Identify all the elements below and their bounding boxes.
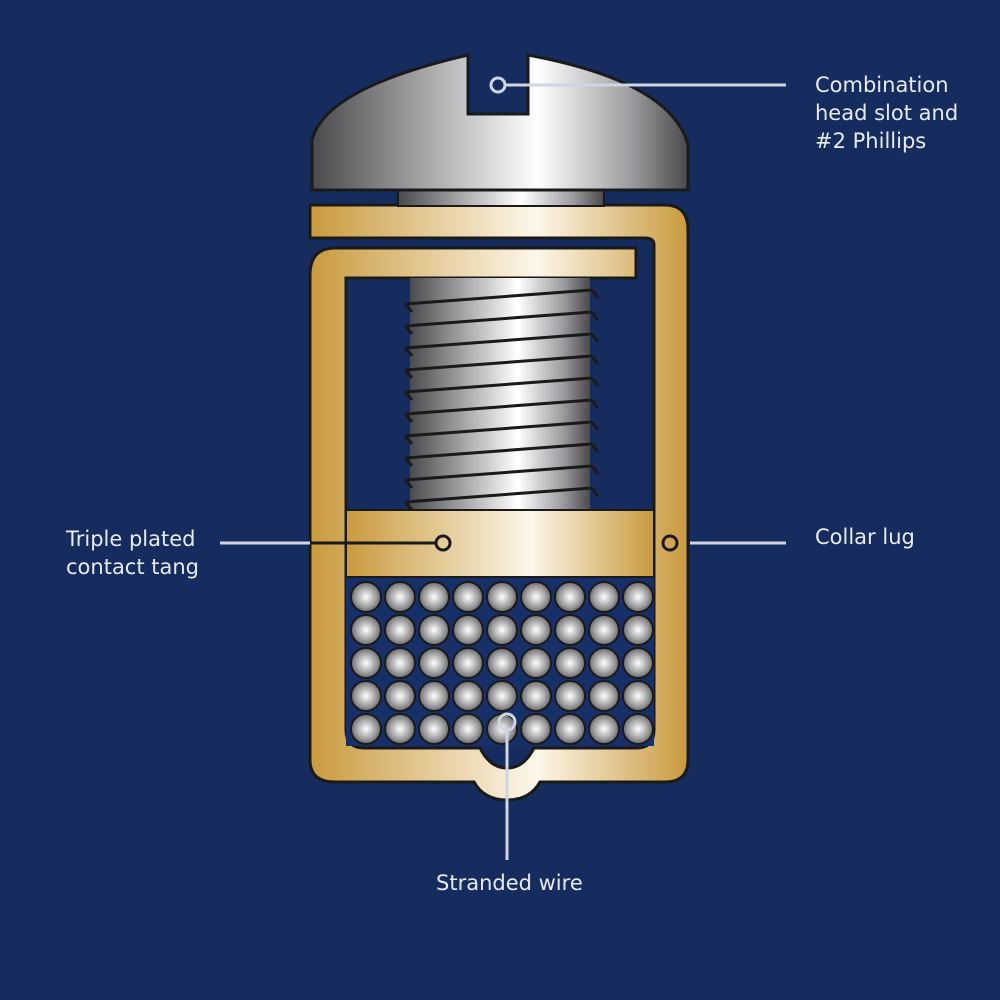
wire-strand bbox=[622, 647, 654, 679]
wire-strand bbox=[452, 680, 484, 712]
wire-strand bbox=[486, 581, 518, 613]
wire-strand bbox=[350, 713, 382, 745]
wire-strand bbox=[350, 680, 382, 712]
label-collar-lug: Collar lug bbox=[815, 525, 915, 549]
wire-strand bbox=[418, 647, 450, 679]
wire-strand bbox=[554, 713, 586, 745]
screw-head bbox=[310, 53, 690, 192]
thread-line bbox=[403, 310, 600, 335]
label-stranded-wire: Stranded wire bbox=[436, 871, 583, 895]
head-leader-dot bbox=[489, 76, 507, 94]
stranded-wire-bundle bbox=[346, 578, 654, 746]
wire-strand bbox=[554, 581, 586, 613]
wire-strand bbox=[588, 680, 620, 712]
wire-strand bbox=[350, 647, 382, 679]
wire-strand bbox=[520, 614, 552, 646]
thread-line bbox=[403, 288, 600, 313]
wire-strand bbox=[452, 614, 484, 646]
wire-strand bbox=[520, 713, 552, 745]
wire-strand bbox=[588, 713, 620, 745]
thread-line bbox=[403, 354, 600, 379]
wire-strand bbox=[622, 713, 654, 745]
thread-line bbox=[403, 398, 600, 423]
tang-leader-dot bbox=[434, 534, 452, 552]
collar-leader-dot bbox=[661, 534, 679, 552]
wire-strand bbox=[588, 647, 620, 679]
thread-line bbox=[403, 442, 600, 467]
wire-strand bbox=[418, 581, 450, 613]
label-line: Triple plated bbox=[66, 527, 196, 551]
label-line: contact tang bbox=[66, 555, 200, 579]
wire-strand bbox=[520, 581, 552, 613]
wire-strand bbox=[554, 647, 586, 679]
wire-strand bbox=[418, 614, 450, 646]
wire-strand bbox=[588, 581, 620, 613]
wire-strand bbox=[554, 680, 586, 712]
wire-strand bbox=[622, 680, 654, 712]
wire-strand bbox=[418, 713, 450, 745]
wire-strand bbox=[486, 680, 518, 712]
label-line: Combination bbox=[815, 73, 949, 97]
wire-strand bbox=[452, 647, 484, 679]
thread-line bbox=[403, 464, 600, 489]
wire-strand bbox=[384, 647, 416, 679]
wire-strand bbox=[452, 713, 484, 745]
thread-line bbox=[403, 332, 600, 357]
screw-threads bbox=[403, 288, 600, 511]
wire-strand bbox=[384, 614, 416, 646]
wire-strand bbox=[384, 680, 416, 712]
wire-strand bbox=[554, 614, 586, 646]
thread-line bbox=[403, 420, 600, 445]
wire-strand bbox=[350, 581, 382, 613]
label-contact-tang: Triple plated contact tang bbox=[66, 525, 199, 581]
wire-strand bbox=[350, 614, 382, 646]
label-combination-head: Combination head slot and #2 Phillips bbox=[815, 71, 958, 155]
wire-strand bbox=[588, 614, 620, 646]
label-line: head slot and bbox=[815, 101, 959, 125]
thread-line bbox=[403, 486, 600, 511]
wire-strand bbox=[622, 614, 654, 646]
wire-strand bbox=[384, 713, 416, 745]
thread-line bbox=[403, 376, 600, 401]
wire-strand bbox=[520, 647, 552, 679]
wire-strand bbox=[418, 680, 450, 712]
wire-strand bbox=[486, 614, 518, 646]
wire-strand bbox=[452, 581, 484, 613]
label-line: #2 Phillips bbox=[815, 129, 927, 153]
wire-strand bbox=[520, 680, 552, 712]
wire-strand bbox=[384, 581, 416, 613]
wire-strand bbox=[486, 647, 518, 679]
wire-strand bbox=[622, 581, 654, 613]
